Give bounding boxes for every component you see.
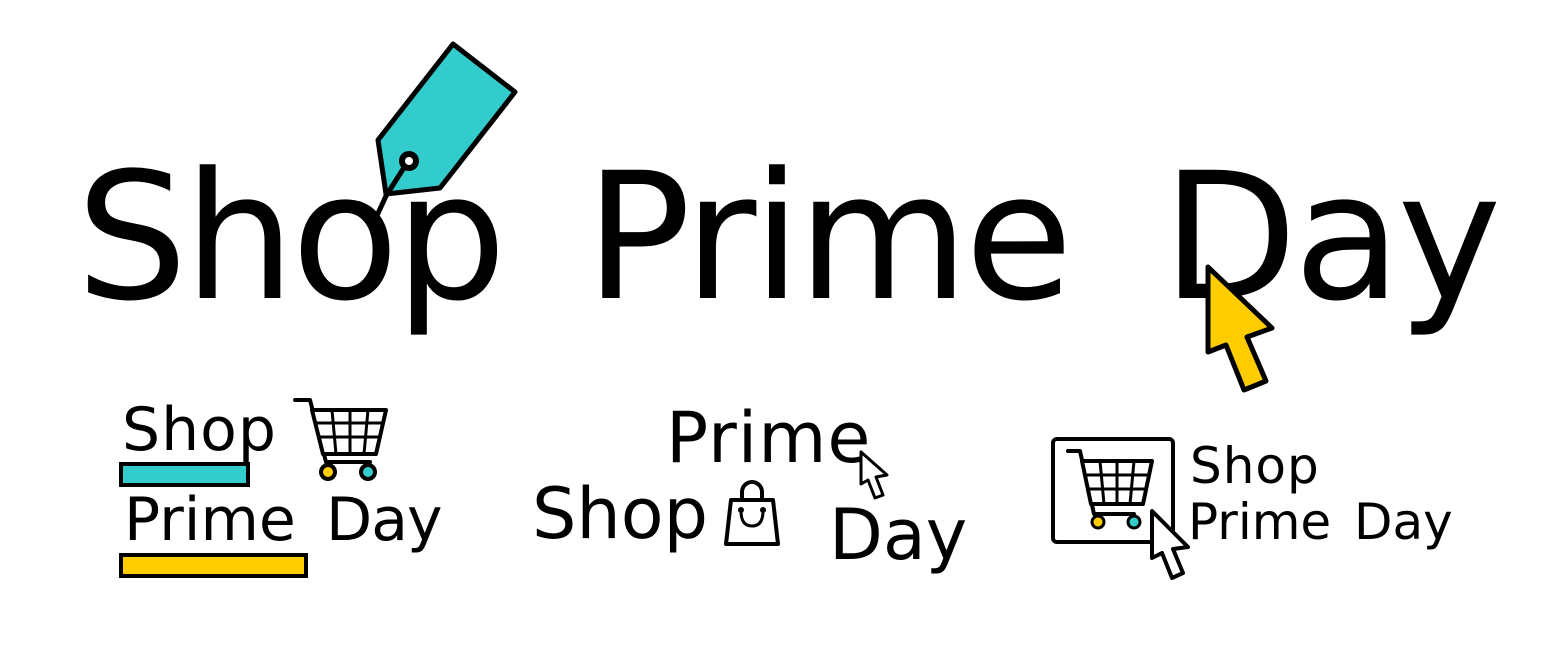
variant1-prime-text: Prime xyxy=(124,485,296,555)
variant1-day-text: Day xyxy=(326,485,442,555)
variant2-day-text: Day xyxy=(829,494,968,576)
variant2-shop-text: Shop xyxy=(532,473,709,555)
cursor-arrow-icon xyxy=(859,450,889,500)
variant2-prime-text: Prime xyxy=(666,397,872,479)
main-prime-text: Prime xyxy=(585,135,1073,340)
yellow-underline-bar xyxy=(119,553,308,578)
cursor-arrow-icon xyxy=(1150,509,1190,580)
shopping-bag-icon xyxy=(724,480,780,546)
variant3-day-text: Day xyxy=(1354,493,1453,551)
teal-underline-bar xyxy=(119,462,250,487)
cursor-arrow-icon xyxy=(1205,264,1275,393)
variant1-shop-text: Shop xyxy=(122,395,277,465)
price-tag-icon xyxy=(371,41,518,225)
variant3-shop-text: Shop xyxy=(1190,437,1320,495)
variant3-prime-text: Prime xyxy=(1188,493,1332,551)
screen-cart-icon xyxy=(1051,437,1175,544)
shopping-cart-icon xyxy=(293,398,388,481)
